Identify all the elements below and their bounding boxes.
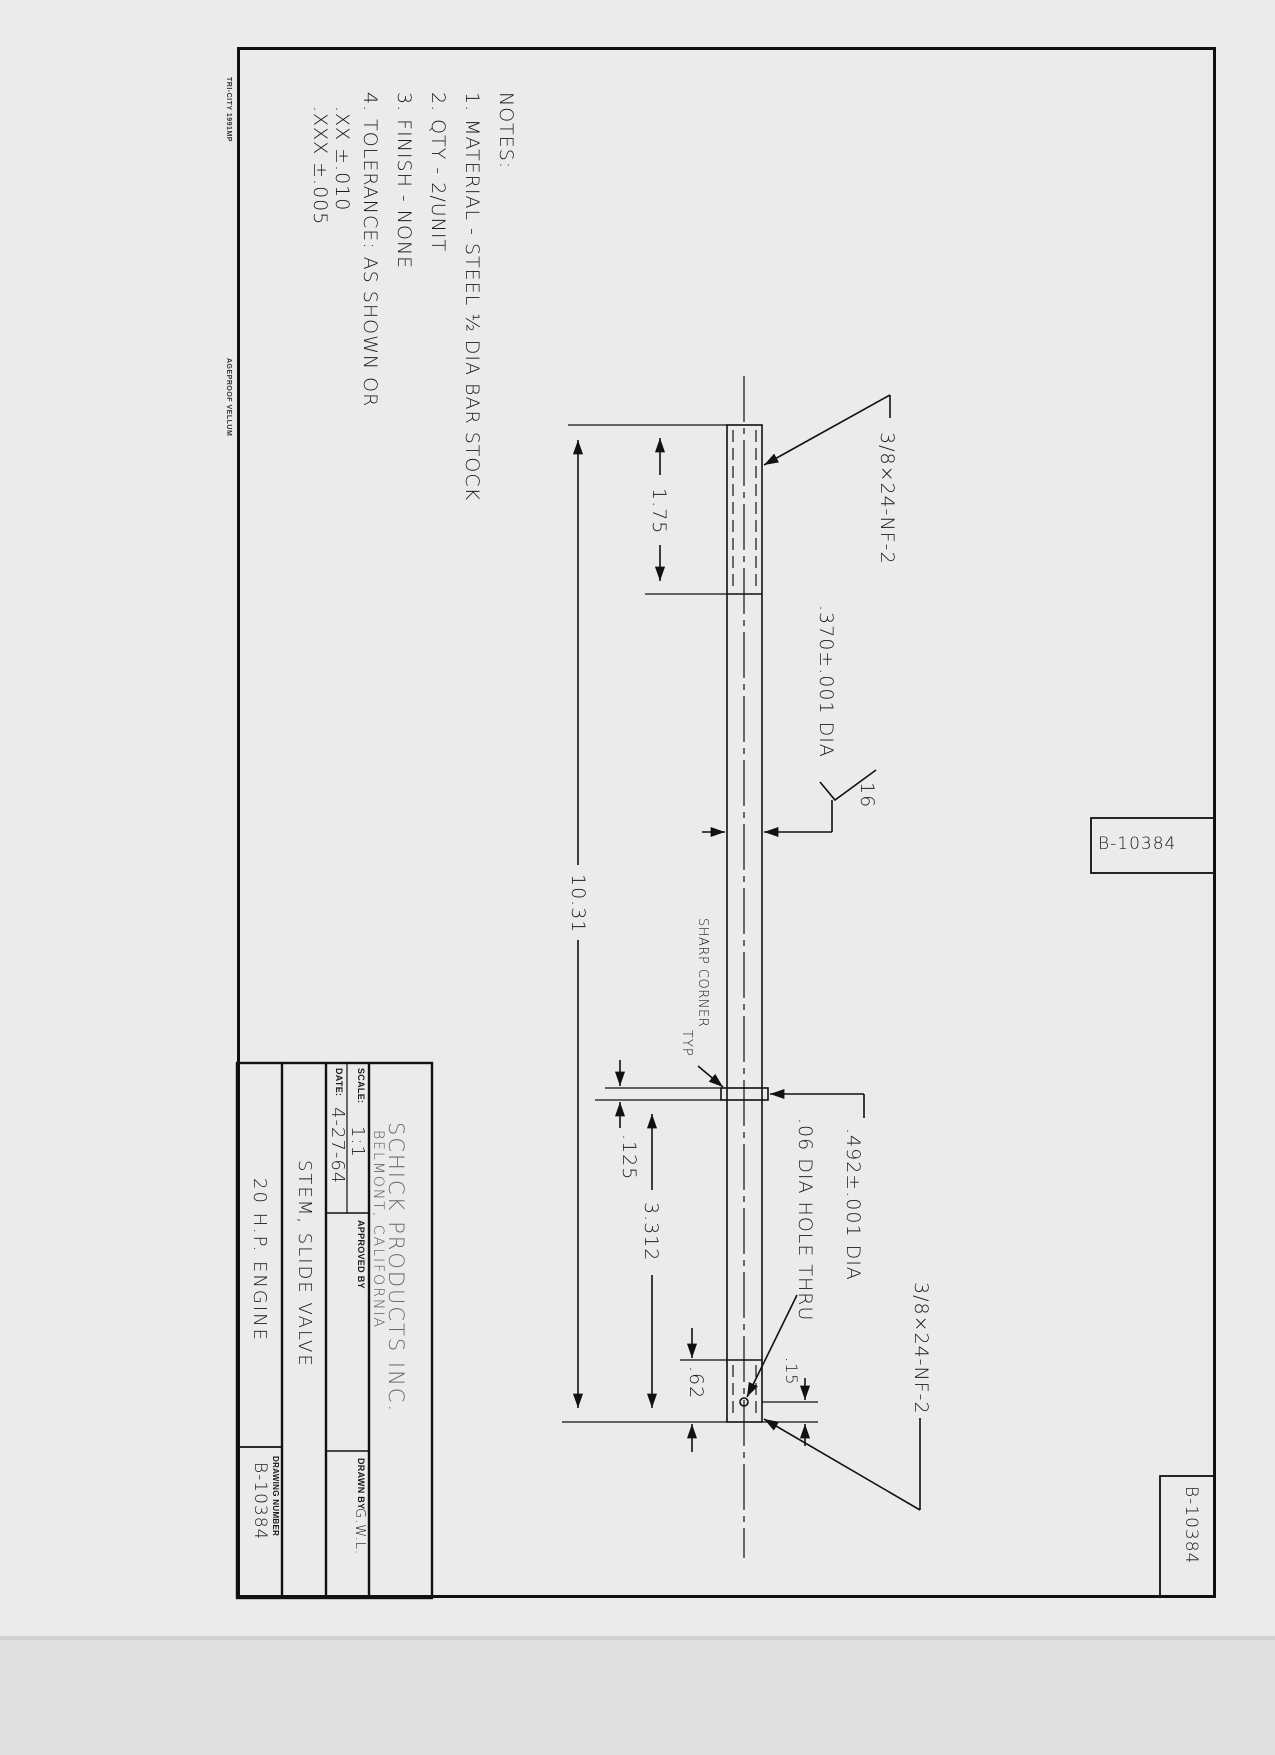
end-thread-length-dim: .62 <box>685 1366 707 1400</box>
notes-heading: NOTES: <box>495 92 517 170</box>
scan-background <box>0 1640 1275 1755</box>
date-value: 4-27-64 <box>327 1107 348 1185</box>
drawing-number-corner: B-10384 <box>1181 1486 1201 1565</box>
company-location: BELMONT, CALIFORNIA <box>370 1130 386 1330</box>
note-material: 1. MATERIAL - STEEL ½ DIA BAR STOCK <box>461 92 483 502</box>
notes-block: NOTES: 1. MATERIAL - STEEL ½ DIA BAR STO… <box>309 92 523 501</box>
cross-hole <box>739 1397 749 1407</box>
stem-diameter-callout: .370±.001 DIA <box>815 605 837 758</box>
assembly-name: 20 H.P. ENGINE <box>249 1178 270 1342</box>
drawing-number: B-10384 <box>250 1462 270 1541</box>
drawing-number-label: DRAWING NUMBER <box>271 1456 280 1537</box>
stem-outline <box>726 424 763 1423</box>
sharp-corner-note: SHARP CORNER <box>695 918 710 1028</box>
note-finish: 3. FINISH - NONE <box>393 92 415 270</box>
surface-finish-value: 16 <box>856 782 878 809</box>
note-quantity: 2. QTY - 2/UNIT <box>427 92 449 253</box>
note-tolerance-xx: .XX ±.010 <box>331 106 353 212</box>
cross-hole-callout: .06 DIA HOLE THRU <box>794 1118 816 1322</box>
note-tolerance-xxx: .XXX ±.005 <box>309 106 331 226</box>
drawn-by-label: DRAWN BY <box>356 1458 366 1510</box>
note-tolerance: 4. TOLERANCE: AS SHOWN OR <box>359 92 381 408</box>
part-name: STEM, SLIDE VALVE <box>294 1160 315 1368</box>
drawing-number-tab: B-10384 <box>1098 834 1177 854</box>
approved-by-label: APPROVED BY <box>356 1220 366 1289</box>
date-label: DATE: <box>334 1068 344 1097</box>
collar-location-dim: 3.312 <box>640 1202 662 1262</box>
collar-diameter-callout: .492±.001 DIA <box>842 1128 864 1281</box>
hole-location-dim: .15 <box>782 1357 801 1386</box>
thread-length-dim: 1.75 <box>648 488 670 535</box>
scale-label: SCALE: <box>356 1068 366 1104</box>
drawn-by-value: G.W.L. <box>352 1508 367 1556</box>
thread-callout-top: 3/8×24-NF-2 <box>876 432 898 565</box>
collar-outline <box>720 1087 769 1101</box>
overall-length-dim: 10.31 <box>567 874 589 934</box>
thread-callout-bottom: 3/8×24-NF-2 <box>910 1282 932 1415</box>
sharp-corner-typ: TYP <box>679 1030 694 1057</box>
scan-edge <box>0 1636 1275 1641</box>
title-block-lines <box>235 1061 434 1600</box>
company-name: SCHICK PRODUCTS INC. <box>384 1122 408 1414</box>
scale-value: 1:1 <box>347 1126 368 1158</box>
collar-width-dim: .125 <box>618 1134 640 1181</box>
